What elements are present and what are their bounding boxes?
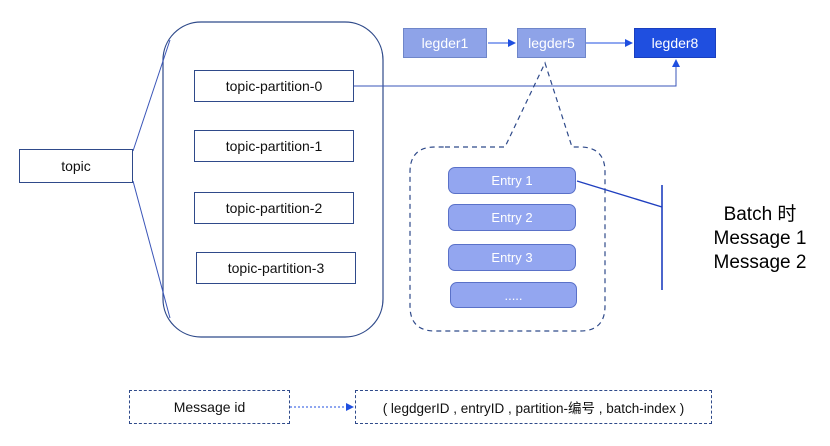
partition-label: topic-partition-2	[225, 200, 323, 216]
partition-box-2[interactable]: topic-partition-2	[194, 192, 354, 224]
ledger-label: legder5	[528, 35, 575, 51]
entry-label: Entry 2	[491, 210, 533, 225]
partition0-to-legder8-line	[354, 59, 680, 87]
partition-box-3[interactable]: topic-partition-3	[196, 252, 356, 284]
entry-more[interactable]: .....	[450, 282, 577, 308]
partition-label: topic-partition-0	[225, 78, 323, 94]
ledger-box-1[interactable]: legder1	[403, 28, 487, 58]
topic-fan-line-bottom	[132, 180, 171, 319]
entry-1[interactable]: Entry 1	[448, 167, 576, 194]
message-id-value: ( legdgerID , entryID , partition-编号 , b…	[382, 401, 685, 416]
entry-label: .....	[504, 287, 523, 303]
ledger-box-8[interactable]: legder8	[634, 28, 716, 58]
message-id-box[interactable]: Message id	[129, 390, 290, 424]
partition-label: topic-partition-1	[225, 138, 323, 154]
entry-label: Entry 3	[491, 250, 533, 265]
topic-label: topic	[61, 158, 91, 174]
partition-label: topic-partition-3	[227, 260, 325, 276]
entries-callout	[409, 61, 606, 332]
ledger-label: legder1	[421, 35, 469, 51]
entry-label: Entry 1	[491, 173, 533, 188]
batch-line-2: Message 1	[713, 228, 807, 249]
batch-line-1: Batch 时	[723, 204, 797, 225]
entry-2[interactable]: Entry 2	[448, 204, 576, 231]
batch-text: Batch 时 Message 1 Message 2	[690, 203, 830, 275]
message-id-label: Message id	[173, 399, 246, 415]
entry1-to-batch-line	[576, 180, 663, 208]
ledger-box-5[interactable]: legder5	[517, 28, 586, 58]
partition-box-1[interactable]: topic-partition-1	[194, 130, 354, 162]
ledger-label: legder8	[651, 35, 699, 51]
message-id-value-box[interactable]: ( legdgerID , entryID , partition-编号 , b…	[355, 390, 712, 424]
batch-line-3: Message 2	[713, 252, 807, 273]
entry-3[interactable]: Entry 3	[448, 244, 576, 271]
topic-box[interactable]: topic	[19, 149, 133, 183]
partition-container	[162, 21, 384, 338]
partition-box-0[interactable]: topic-partition-0	[194, 70, 354, 102]
topic-fan-line-top	[132, 39, 171, 152]
